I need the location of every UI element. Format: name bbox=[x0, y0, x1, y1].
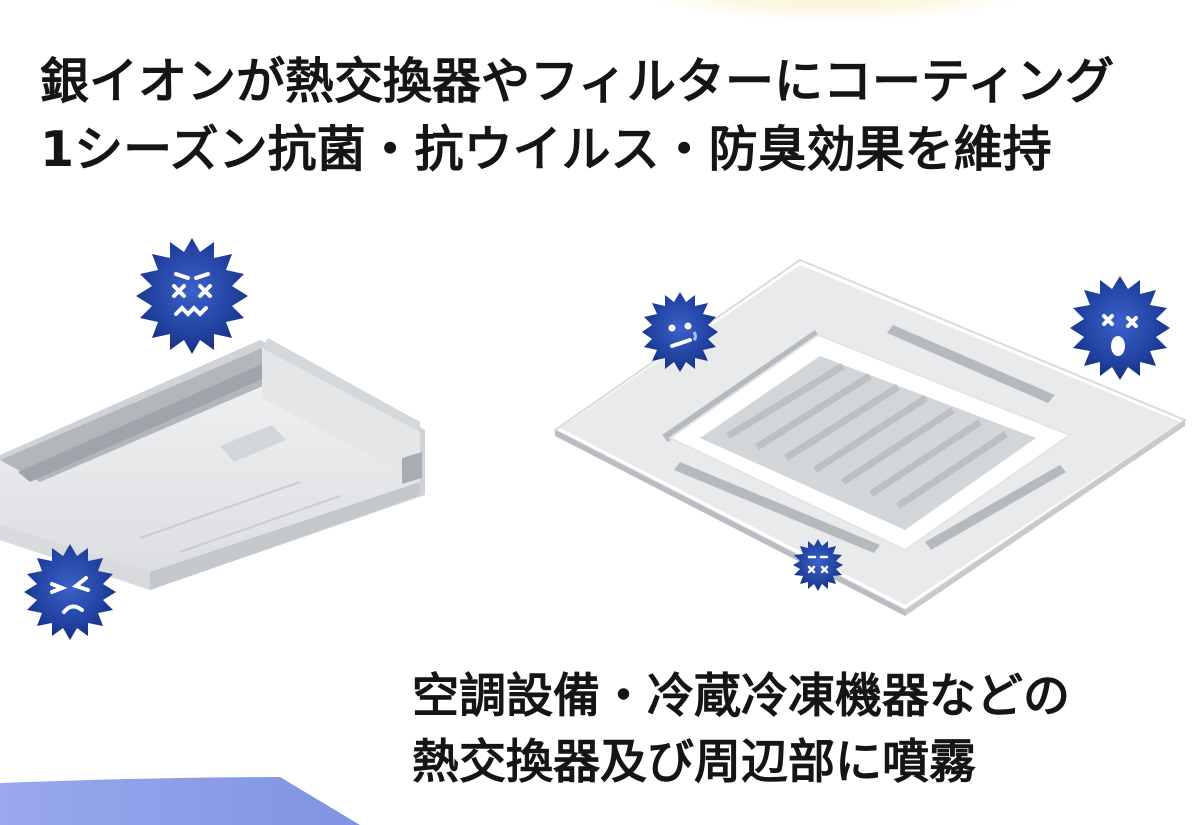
caption: 空調設備・冷蔵冷凍機器などの 熱交換器及び周辺部に噴霧 bbox=[412, 664, 1192, 796]
germ-icon bbox=[793, 539, 843, 591]
germ-icon bbox=[136, 238, 248, 354]
caption-line-2: 熱交換器及び周辺部に噴霧 bbox=[412, 735, 976, 790]
headline-line-1: 銀イオンが熱交換器やフィルターにコーティング bbox=[40, 53, 1115, 110]
bottom-band-decoration bbox=[0, 777, 360, 825]
headline-line-2: 1シーズン抗菌・抗ウイルス・防臭効果を維持 bbox=[40, 121, 1052, 178]
germ-icon bbox=[642, 292, 718, 372]
germ-icon bbox=[24, 544, 116, 640]
ceiling-suspended-ac-icon bbox=[0, 338, 425, 590]
illustration bbox=[0, 238, 1188, 640]
caption-line-1: 空調設備・冷蔵冷凍機器などの bbox=[412, 669, 1070, 724]
top-glow-decoration bbox=[650, 0, 1020, 20]
germ-icon bbox=[1070, 276, 1170, 380]
headline: 銀イオンが熱交換器やフィルターにコーティング 1シーズン抗菌・抗ウイルス・防臭効… bbox=[40, 48, 1170, 184]
